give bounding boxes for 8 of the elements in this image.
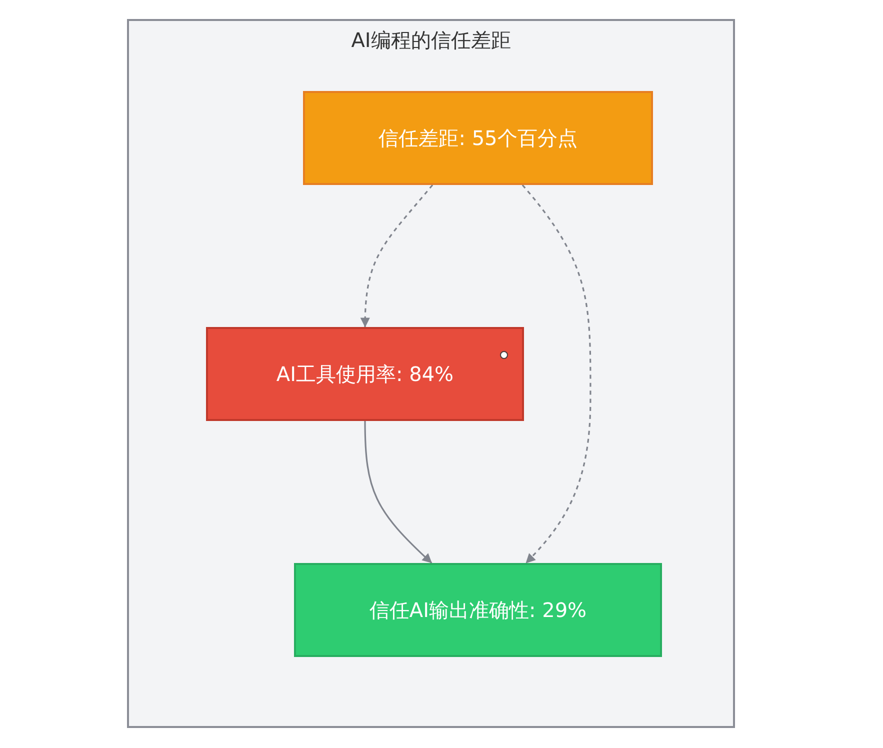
group-title: AI编程的信任差距 <box>351 28 511 52</box>
process-box: 信任AI输出准确性: 29% <box>294 563 662 657</box>
arrow <box>522 184 592 564</box>
arrow <box>360 184 434 328</box>
arrow <box>364 420 432 564</box>
process-box: 信任差距: 55个百分点 <box>303 91 653 185</box>
group-container <box>127 19 735 728</box>
process-box: AI工具使用率: 84% <box>206 327 524 421</box>
